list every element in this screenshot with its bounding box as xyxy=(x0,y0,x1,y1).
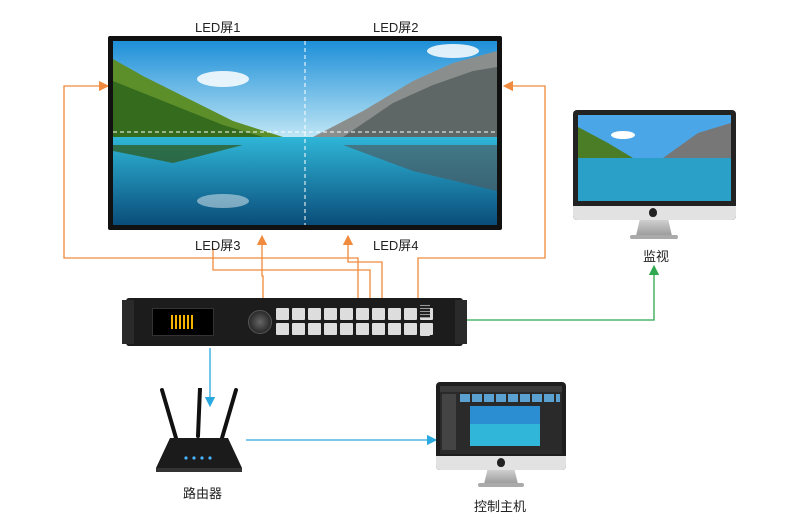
io-grille xyxy=(420,304,430,318)
key-cab[interactable] xyxy=(356,323,369,335)
control-host-base xyxy=(478,483,524,487)
landscape-image xyxy=(113,41,497,225)
rack-ear-right xyxy=(455,300,467,344)
video-processor xyxy=(122,298,467,346)
control-knob[interactable] xyxy=(248,310,272,334)
key-take[interactable] xyxy=(292,323,305,335)
label-led-screen-3: LED屏3 xyxy=(195,238,241,253)
key-sdi[interactable] xyxy=(388,308,401,320)
key-dvi4[interactable] xyxy=(340,323,353,335)
key-1-4b[interactable] xyxy=(324,308,337,320)
label-led-screen-2: LED屏2 xyxy=(373,20,419,35)
router-body xyxy=(156,438,242,468)
router-antenna-right xyxy=(220,388,238,440)
key-dvi3[interactable] xyxy=(324,323,337,335)
label-monitor: 监视 xyxy=(643,249,670,264)
key-1-4[interactable] xyxy=(292,308,305,320)
output-line-3b xyxy=(256,234,268,298)
key-dvi1[interactable] xyxy=(340,308,353,320)
host-preview-image xyxy=(470,406,540,446)
control-host-display xyxy=(436,382,566,470)
key-pip[interactable] xyxy=(372,323,385,335)
key-save[interactable] xyxy=(276,323,289,335)
monitor-stand xyxy=(636,220,672,236)
output-line-1 xyxy=(63,80,359,298)
monitor-base xyxy=(630,235,678,239)
monitor-screen-image xyxy=(578,115,731,201)
control-host-stand xyxy=(484,470,518,484)
output-line-3 xyxy=(212,248,371,298)
rack-ear-left xyxy=(122,300,134,344)
output-line-4 xyxy=(342,234,383,298)
label-led-screen-4: LED屏4 xyxy=(373,238,419,253)
key-main[interactable] xyxy=(276,308,289,320)
host-app-window xyxy=(440,386,562,454)
label-led-screen-1: LED屏1 xyxy=(195,20,241,35)
key-hdmi2[interactable] xyxy=(372,308,385,320)
led-wall xyxy=(108,36,502,230)
key-1-2[interactable] xyxy=(308,308,321,320)
key-dvi2[interactable] xyxy=(308,323,321,335)
button-panel xyxy=(276,302,436,342)
router xyxy=(150,386,246,472)
label-router: 路由器 xyxy=(183,486,223,501)
key-black[interactable] xyxy=(388,323,401,335)
monitor-line xyxy=(463,264,660,321)
lcd-display xyxy=(152,308,214,336)
key-color[interactable] xyxy=(404,323,417,335)
output-line-2 xyxy=(417,80,546,298)
key-right[interactable] xyxy=(420,324,430,336)
apple-icon xyxy=(649,208,657,217)
key-hdmi1[interactable] xyxy=(356,308,369,320)
apple-icon-host xyxy=(497,458,505,467)
key-scale[interactable] xyxy=(404,308,417,320)
monitor-display xyxy=(573,110,736,220)
router-antenna-left xyxy=(160,388,178,440)
label-control-host: 控制主机 xyxy=(474,499,527,514)
vu-meter-icon xyxy=(171,315,195,329)
router-antenna-mid xyxy=(196,386,202,438)
